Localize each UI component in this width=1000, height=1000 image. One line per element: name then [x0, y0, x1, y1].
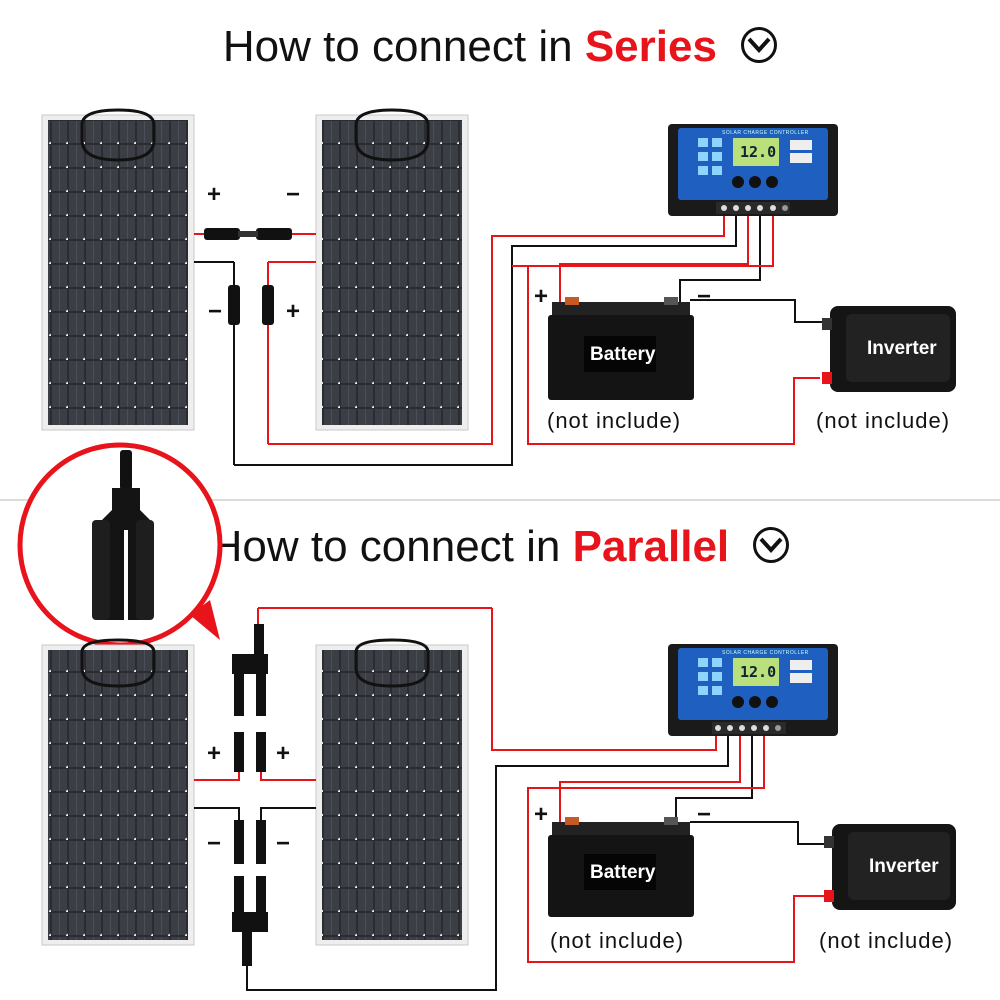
charge-controller — [668, 124, 838, 216]
plus-sign: + — [207, 740, 222, 767]
inverter-label: Inverter — [867, 338, 937, 359]
mc4-connector-pair — [194, 228, 316, 240]
mc4-connector-vertical — [194, 261, 316, 465]
series-title-prefix: How to connect in — [222, 22, 573, 71]
parallel-heading: How to connect in Parallel — [0, 522, 1000, 572]
battery-minus-sign: − — [697, 801, 712, 828]
solar-panel-left — [41, 638, 195, 946]
battery-minus-sign: − — [697, 283, 712, 310]
battery — [548, 817, 694, 917]
battery-label: Battery — [590, 344, 656, 365]
branch-connector-negative — [194, 734, 729, 991]
battery-note: (not include) — [550, 928, 685, 953]
battery-plus-sign: + — [534, 283, 549, 310]
solar-panel-right — [315, 638, 469, 946]
chevron-down-icon — [753, 527, 790, 564]
inverter-note: (not include) — [816, 408, 951, 433]
branch-connector-positive — [194, 607, 492, 781]
series-section — [41, 108, 956, 466]
minus-sign: − — [207, 830, 222, 857]
chevron-down-icon — [741, 27, 778, 64]
controller-title: SOLAR CHARGE CONTROLLER — [722, 130, 809, 136]
battery-plus-sign: + — [534, 801, 549, 828]
parallel-section — [17, 442, 956, 991]
series-title-highlight: Series — [584, 22, 717, 71]
inverter-note: (not include) — [819, 928, 954, 953]
controller-display: 12.0 — [740, 143, 777, 161]
solar-panel-right — [315, 108, 469, 431]
plus-sign: + — [276, 740, 291, 767]
controller-title: SOLAR CHARGE CONTROLLER — [722, 650, 809, 656]
inverter — [822, 306, 956, 392]
battery-note: (not include) — [547, 408, 682, 433]
minus-sign: − — [208, 298, 223, 325]
battery — [548, 297, 694, 400]
charge-controller — [668, 644, 838, 736]
plus-sign: + — [207, 181, 222, 208]
minus-sign: − — [276, 830, 291, 857]
inverter — [824, 824, 956, 910]
parallel-title-highlight: Parallel — [572, 522, 730, 571]
parallel-title-prefix: How to connect in — [210, 522, 561, 571]
series-heading: How to connect in Series — [0, 22, 1000, 72]
minus-sign: − — [286, 181, 301, 208]
solar-panel-left — [41, 108, 195, 431]
battery-label: Battery — [590, 862, 656, 883]
branch-connector-zoom — [17, 442, 223, 648]
controller-display: 12.0 — [740, 663, 777, 681]
inverter-label: Inverter — [869, 856, 939, 877]
plus-sign: + — [286, 298, 301, 325]
